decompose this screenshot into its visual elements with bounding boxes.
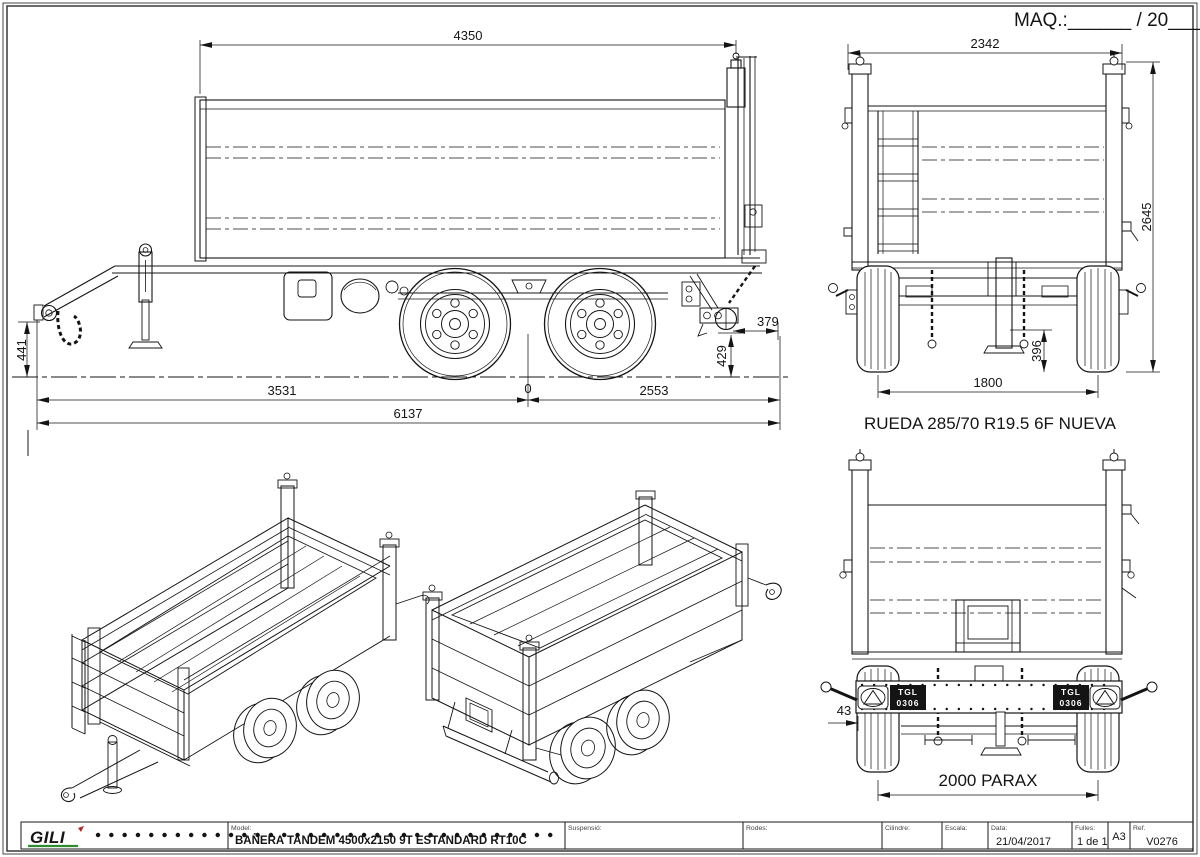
wheel-spec-caption: RUEDA 285/70 R19.5 6F NUEVA	[864, 414, 1117, 433]
dim-track-width: 1800	[974, 375, 1003, 390]
logo-accent-mark	[78, 826, 84, 832]
brand-logo-text: GILI	[30, 828, 66, 847]
dim-hitch-height: 441	[14, 339, 29, 361]
side-view	[12, 52, 790, 381]
plate-left-line2: 0306	[897, 698, 920, 708]
dim-overall-width: 2342	[971, 36, 1000, 51]
wheels-label: Rodes:	[746, 825, 768, 832]
title-block	[20, 821, 1194, 850]
ref-value: V0276	[1146, 836, 1178, 848]
suspension-label: Suspensió:	[568, 825, 602, 832]
front-view	[820, 448, 1158, 773]
iso-view-rear	[422, 490, 782, 785]
dim-axle-zero: 0	[524, 381, 531, 396]
cylinder-label: Cilindre:	[885, 825, 910, 832]
date-label: Data:	[991, 825, 1007, 832]
license-plate-left	[890, 685, 926, 710]
dim-total-length: 6137	[394, 406, 423, 421]
front-view-dimensions	[828, 716, 1099, 801]
format-value: A3	[1112, 831, 1125, 843]
plate-right-line2: 0306	[1060, 698, 1083, 708]
model-label: Model:	[231, 825, 252, 832]
dim-front-to-axle: 3531	[268, 383, 297, 398]
rear-view	[828, 52, 1146, 373]
date-value: 21/04/2017	[996, 836, 1051, 848]
iso-view-front	[60, 472, 430, 803]
scale-label: Escala:	[945, 825, 967, 832]
dim-frame-height: 396	[1029, 340, 1044, 362]
maq-field: MAQ.:______ / 20____	[1014, 10, 1200, 31]
dim-parax-track: 2000 PARAX	[939, 771, 1038, 790]
sheets-value: 1 de 1	[1077, 836, 1108, 848]
ref-label: Ref.	[1133, 825, 1146, 832]
dim-rear-height: 429	[714, 345, 729, 367]
dim-overall-height: 2645	[1139, 203, 1154, 232]
license-plate-right	[1053, 685, 1089, 710]
sheets-label: Fulles:	[1075, 825, 1095, 832]
plate-right-line1: TGL	[1061, 687, 1081, 697]
plate-left-line1: TGL	[898, 687, 918, 697]
side-view-dimensions	[18, 40, 781, 430]
brand-logo: GILI	[28, 826, 563, 848]
dim-rear-overhang: 379	[757, 314, 779, 329]
dim-side-offset: 43	[837, 703, 851, 718]
dim-top-width: 4350	[454, 28, 483, 43]
model-value: BAÑERA TANDEM 4500x2150 9T ESTANDARD RT1…	[235, 834, 527, 847]
rear-view-dimensions	[847, 44, 1160, 398]
dim-axle-to-rear: 2553	[640, 383, 669, 398]
